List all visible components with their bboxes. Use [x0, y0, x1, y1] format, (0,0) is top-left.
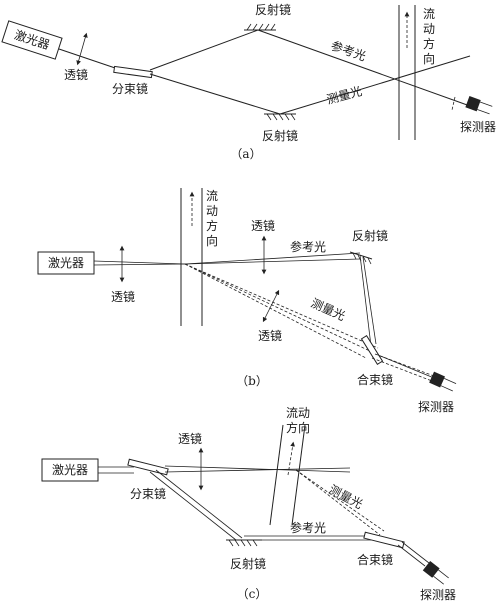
- mirror-c-label: 反射镜: [230, 556, 266, 571]
- splitter-c-label: 分束镜: [130, 486, 166, 501]
- beam-a-reference: [257, 29, 471, 107]
- reference-a-label: 参考光: [329, 38, 368, 64]
- caption-b: （b）: [236, 374, 268, 388]
- flow-b-label-4: 向: [206, 233, 218, 248]
- detector-b: [429, 371, 457, 392]
- detector-b-label: 探测器: [418, 400, 454, 414]
- mirror-a-bottom: [264, 113, 296, 121]
- combiner-b-label: 合束镜: [357, 372, 393, 387]
- mirror-b-label: 反射镜: [352, 228, 388, 243]
- laser-c-label: 激光器: [52, 463, 88, 477]
- splitter-a: [113, 65, 153, 79]
- laser-a: 激光器: [1, 20, 63, 60]
- panel-b: 激光器 透镜 流 动 方 向 透镜 参考光 反射镜: [37, 188, 457, 414]
- beam-c-meas-2: [295, 469, 385, 532]
- mirror-a-top-label: 反射镜: [255, 2, 291, 17]
- panel-c: 激光器 分束镜 透镜 流动 方向 反射镜: [41, 406, 456, 602]
- detector-a-label: 探测器: [460, 120, 496, 134]
- beam-b-meas-3: [184, 263, 379, 349]
- beam-c-out-1: [397, 544, 426, 567]
- flow-b-label-3: 方: [206, 218, 218, 233]
- beam-c-meas-1: [295, 469, 381, 536]
- detector-c: [422, 560, 449, 585]
- splitter-a-label: 分束镜: [112, 81, 148, 96]
- beam-b-in-2: [93, 263, 186, 266]
- mirror-c: [226, 539, 262, 547]
- beam-c-main-1: [164, 465, 351, 473]
- beam-a-input: [58, 48, 125, 72]
- laser-b: [37, 251, 95, 275]
- beam-c-ref-1: [149, 471, 237, 541]
- flow-a-label-1: 流: [423, 7, 435, 21]
- flow-a-label-3: 方: [423, 36, 435, 51]
- flow-b-label-2: 动: [206, 204, 218, 218]
- beam-a-upper-1: [149, 29, 259, 71]
- beam-c-main-2: [164, 467, 351, 473]
- lens-a: [76, 32, 88, 66]
- detector-a-lens: [451, 96, 456, 111]
- detector-a: [465, 95, 493, 115]
- lens-b-left-label: 透镜: [111, 289, 135, 304]
- beam-c-ref-2: [155, 469, 243, 539]
- beam-a-lower-1: [149, 73, 281, 115]
- beam-b-ref-4: [362, 256, 377, 345]
- beam-c-out-2: [401, 541, 430, 564]
- caption-a: （a）: [230, 147, 261, 161]
- beam-b-meas-1: [184, 263, 373, 353]
- lens-a-label: 透镜: [64, 67, 88, 82]
- combiner-c: [363, 531, 405, 549]
- flow-c-wall-right: [291, 424, 306, 526]
- mirror-a-top: [244, 23, 276, 31]
- flow-c-wall-left: [269, 424, 284, 526]
- flow-a-label-2: 动: [423, 22, 435, 36]
- caption-c: （c）: [237, 587, 268, 601]
- lens-b-low-label: 透镜: [258, 328, 282, 343]
- flow-c-label-2: 方向: [286, 420, 310, 435]
- beam-b-out-3: [377, 354, 435, 379]
- beam-b-ref-1: [184, 252, 361, 265]
- measurement-c-label: 测量光: [327, 482, 365, 511]
- lens-b-low: [262, 289, 280, 323]
- flow-b-label-1: 流: [206, 189, 218, 203]
- combiner-b: [360, 335, 384, 365]
- beam-b-ref-3: [359, 254, 372, 347]
- beam-b-in-1: [93, 260, 186, 265]
- combiner-c-label: 合束镜: [357, 552, 393, 567]
- reference-c-label: 参考光: [290, 520, 326, 535]
- beam-b-ref-2: [184, 258, 361, 265]
- beam-b-out-2: [371, 357, 433, 382]
- flow-a-label-4: 向: [423, 51, 435, 66]
- flow-c-arrow: [287, 441, 295, 476]
- lens-b-top-label: 透镜: [251, 218, 275, 233]
- mirror-a-bottom-label: 反射镜: [262, 128, 298, 143]
- lens-c-label: 透镜: [178, 431, 202, 446]
- measurement-a-label: 测量光: [325, 84, 363, 107]
- splitter-c: [127, 458, 169, 476]
- panel-a: 激光器 透镜 分束镜 反射镜 参考光: [1, 2, 496, 161]
- laser-c: [41, 458, 99, 482]
- beam-a-measurement: [279, 55, 471, 115]
- measurement-b-label: 测量光: [309, 296, 348, 323]
- reference-b-label: 参考光: [290, 239, 326, 254]
- flow-c-label-1: 流动: [286, 406, 310, 420]
- detector-c-label: 探测器: [420, 588, 456, 602]
- laser-b-label: 激光器: [48, 256, 84, 270]
